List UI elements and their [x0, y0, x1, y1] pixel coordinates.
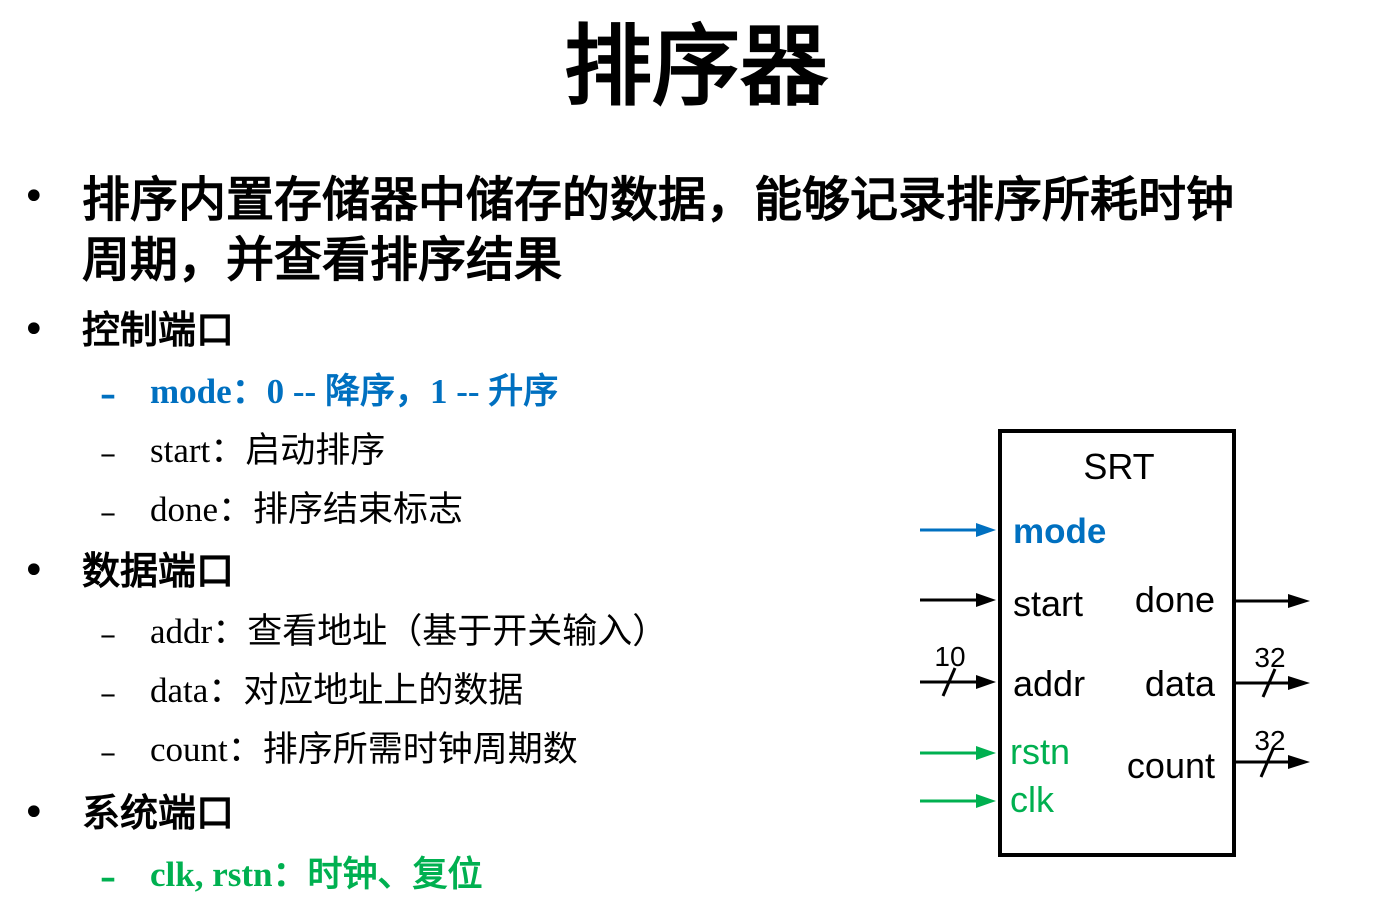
item-desc: 启动排序 [245, 431, 386, 470]
item-desc: 排序所需时钟周期数 [262, 730, 578, 769]
count-width: 32 [1254, 725, 1285, 756]
port-count: count [1127, 745, 1215, 786]
item-start: start：启动排序 [150, 429, 385, 473]
item-label: mode： [150, 372, 267, 411]
item-desc: 查看地址（基于开关输入） [247, 612, 668, 651]
item-desc: 排序结束标志 [253, 490, 464, 529]
dash-icon: – [100, 733, 116, 771]
item-desc: 时钟、复位 [307, 855, 483, 894]
item-data: data：对应地址上的数据 [150, 669, 523, 713]
item-label: addr： [150, 612, 248, 651]
done-arrow [1236, 594, 1310, 608]
item-label: done： [150, 490, 254, 529]
port-clk: clk [1010, 779, 1055, 820]
port-data: data [1145, 663, 1216, 704]
dash-icon: – [100, 674, 116, 712]
module-box [998, 429, 1236, 857]
count-arrow [1236, 748, 1310, 778]
item-label: start： [150, 431, 246, 470]
data-width: 32 [1254, 642, 1285, 673]
dash-icon: – [100, 493, 116, 531]
bullet-icon: • [22, 307, 46, 353]
port-done: done [1135, 579, 1215, 620]
port-mode: mode [1013, 512, 1106, 551]
item-label: data： [150, 671, 244, 710]
slide-title: 排序器 [563, 15, 828, 118]
bullet-icon: • [22, 174, 46, 220]
bullet-text-line2: 周期，并查看排序结果 [82, 232, 563, 288]
module-name: SRT [1083, 446, 1154, 487]
item-label: clk, rstn： [150, 855, 308, 894]
dash-icon: – [100, 434, 116, 472]
rstn-arrow [920, 746, 996, 760]
bullet-text-line1: 排序内置存储器中储存的数据，能够记录排序所耗时钟 [82, 172, 1235, 228]
addr-arrow [920, 667, 996, 697]
clk-arrow [920, 794, 996, 808]
data-arrow [1236, 668, 1310, 698]
section-control-ports: 控制端口 [82, 308, 235, 352]
section-data-ports: 数据端口 [82, 549, 235, 593]
dash-icon: – [100, 615, 116, 653]
mode-arrow [920, 523, 996, 537]
item-mode: mode：0 -- 降序，1 -- 升序 [150, 370, 558, 414]
port-addr: addr [1013, 663, 1085, 704]
bullet-icon: • [22, 790, 46, 836]
item-desc: 0 -- 降序，1 -- 升序 [266, 372, 559, 411]
dash-icon: – [100, 858, 116, 896]
section-system-ports: 系统端口 [82, 791, 235, 835]
item-clk-rstn: clk, rstn：时钟、复位 [150, 853, 483, 897]
addr-width: 10 [934, 641, 965, 672]
item-count: count：排序所需时钟周期数 [150, 728, 578, 772]
start-arrow [920, 593, 996, 607]
bullet-icon: • [22, 548, 46, 594]
dash-icon: – [100, 375, 116, 413]
item-addr: addr：查看地址（基于开关输入） [150, 610, 667, 654]
port-rstn: rstn [1010, 731, 1070, 772]
item-label: count： [150, 730, 263, 769]
item-done: done：排序结束标志 [150, 488, 463, 532]
item-desc: 对应地址上的数据 [243, 671, 524, 710]
port-start: start [1013, 583, 1083, 624]
